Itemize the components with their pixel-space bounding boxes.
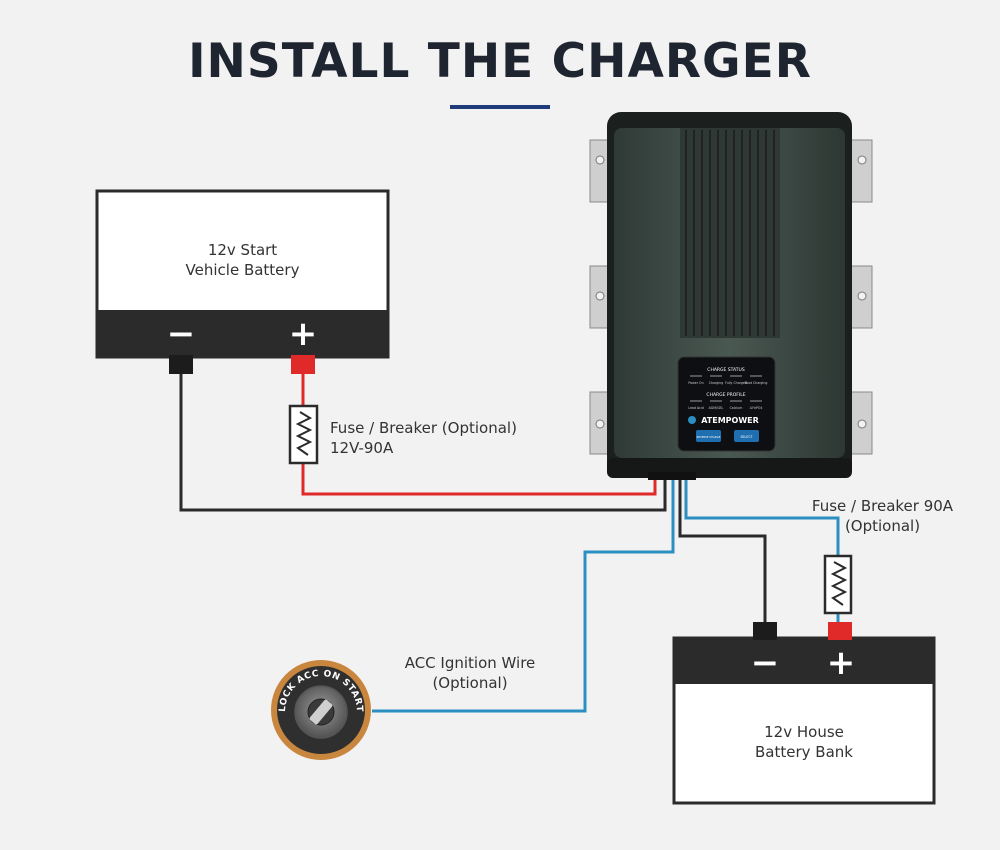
fuse-start-label: Fuse / Breaker (Optional) 12V-90A [330,418,570,458]
profile-item-4: LiFePO4 [750,406,763,410]
acc-wire-line1: ACC Ignition Wire [404,654,536,672]
status-leds [690,375,762,377]
acc-wire-line2: (Optional) [432,674,508,692]
charge-status-heading: CHARGE STATUS [707,367,745,373]
profile-item-3: Calcium [730,406,743,410]
fuse-start-icon [288,404,319,465]
house-battery-line2: Battery Bank [755,743,853,761]
fuse-house-line2: (Optional) [844,517,921,535]
charger-ribs [680,128,780,338]
fuse-house-icon [823,554,853,615]
wire-house-positive [684,478,840,556]
fuse-house-line1: Fuse / Breaker 90A [811,497,954,515]
select-button [734,430,759,442]
house-battery-label: 12v House Battery Bank [674,722,934,762]
start-battery-label: 12v Start Vehicle Battery [97,240,388,280]
house-battery: − + [672,622,936,805]
wire-start-negative [179,372,667,512]
dc-dc-charger: CHARGE STATUS Power On Charging Fully Ch… [589,112,873,480]
page-title: INSTALL THE CHARGER [188,34,812,89]
fuse-start-line1: Fuse / Breaker (Optional) [330,419,517,437]
house-battery-line1: 12v House [764,723,844,741]
status-item-1: Power On [688,381,703,385]
house-battery-positive-terminal [828,622,852,640]
wire-acc [372,478,675,713]
charger-panel [677,356,776,452]
profile-item-2: AGM/GEL [709,406,724,410]
acc-wire-label: ACC Ignition Wire (Optional) [385,653,555,693]
wire-start-positive-2 [301,463,657,496]
brand-logo-icon [688,416,696,424]
select-label: SELECT [741,435,753,439]
fuse-start-line2: 12V-90A [330,439,394,457]
status-item-4: Boot Charging [745,381,768,385]
start-battery-minus: − [167,314,196,354]
profile-item-1: Lead Acid [688,406,703,410]
reverse-charge-button [696,430,721,442]
start-battery-plus: + [289,314,318,354]
house-battery-minus: − [751,643,780,683]
ignition-switch: LOCK ACC ON START [271,660,371,760]
charge-profile-heading: CHARGE PROFILE [706,392,745,398]
status-item-3: Fully Charged [725,381,747,385]
charger-brand: ATEMPOWER [701,416,759,425]
fuse-house-label: Fuse / Breaker 90A (Optional) [800,496,965,536]
reverse-charge-label: REVERSE CHARGE [697,435,721,439]
status-item-2: Charging [709,381,723,385]
start-battery-positive-terminal [291,355,315,374]
start-battery-line2: Vehicle Battery [185,261,300,279]
house-battery-negative-terminal [753,622,777,640]
start-battery-line1: 12v Start [207,241,278,259]
profile-leds [690,400,762,402]
start-battery-negative-terminal [169,355,193,374]
start-battery: − + [95,189,390,374]
house-battery-plus: + [827,643,856,683]
wire-house-negative [678,478,767,622]
title-underline [450,105,550,109]
